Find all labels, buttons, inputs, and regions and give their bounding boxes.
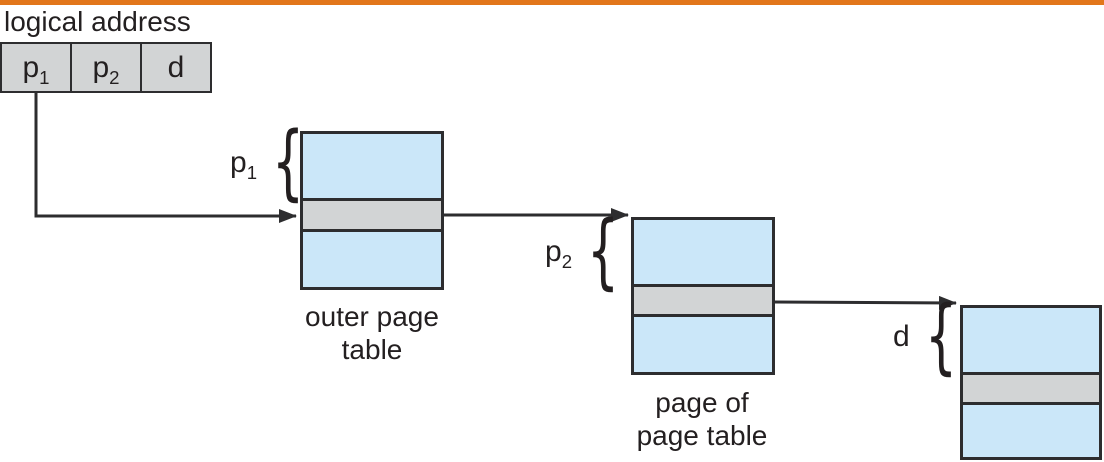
arrow-page-table-to-page — [773, 295, 957, 310]
final-page-selected-entry — [963, 372, 1099, 405]
field-d-label: d — [167, 50, 185, 84]
arrow-p1-to-outer-table — [34, 91, 297, 223]
p1-pointer-label: p1 — [230, 146, 258, 183]
p1-brace: { — [271, 115, 305, 210]
page-table-selected-entry — [634, 284, 772, 317]
d-pointer-group: d { — [893, 289, 967, 384]
address-field-d: d — [140, 42, 212, 93]
logical-address-box: p1 p2 d — [0, 42, 212, 93]
field-p1-label: p1 — [22, 50, 50, 88]
top-accent-bar — [0, 0, 1104, 5]
outer-page-table — [300, 131, 444, 290]
outer-table-caption-line1: outer page — [305, 301, 439, 332]
address-field-p1: p1 — [0, 42, 72, 93]
p2-pointer-group: p2 { — [545, 204, 629, 299]
page-table-caption-line2: page table — [636, 420, 768, 451]
field-p2-label: p2 — [92, 50, 120, 88]
page-table-bottom-entries — [634, 317, 772, 372]
final-page-table — [960, 305, 1102, 460]
page-table-caption: page of page table — [600, 386, 804, 452]
page-table-top-entries — [634, 220, 772, 284]
outer-table-top-entries — [303, 134, 441, 198]
d-brace: { — [924, 289, 957, 384]
outer-table-selected-entry — [303, 198, 441, 232]
address-field-p2: p2 — [70, 42, 142, 93]
logical-address-title: logical address — [4, 6, 191, 37]
outer-table-bottom-entries — [303, 232, 441, 287]
final-page-top-section — [963, 308, 1099, 372]
outer-table-caption-line2: table — [341, 334, 403, 365]
outer-table-caption: outer page table — [270, 300, 474, 366]
p1-pointer-group: p1 { — [230, 115, 314, 210]
page-table-caption-line1: page of — [655, 387, 749, 418]
page-of-page-table — [631, 217, 775, 375]
final-page-bottom-section — [963, 405, 1099, 457]
p2-pointer-label: p2 — [545, 235, 573, 272]
p2-brace: { — [586, 204, 620, 299]
d-pointer-label: d — [893, 320, 910, 353]
